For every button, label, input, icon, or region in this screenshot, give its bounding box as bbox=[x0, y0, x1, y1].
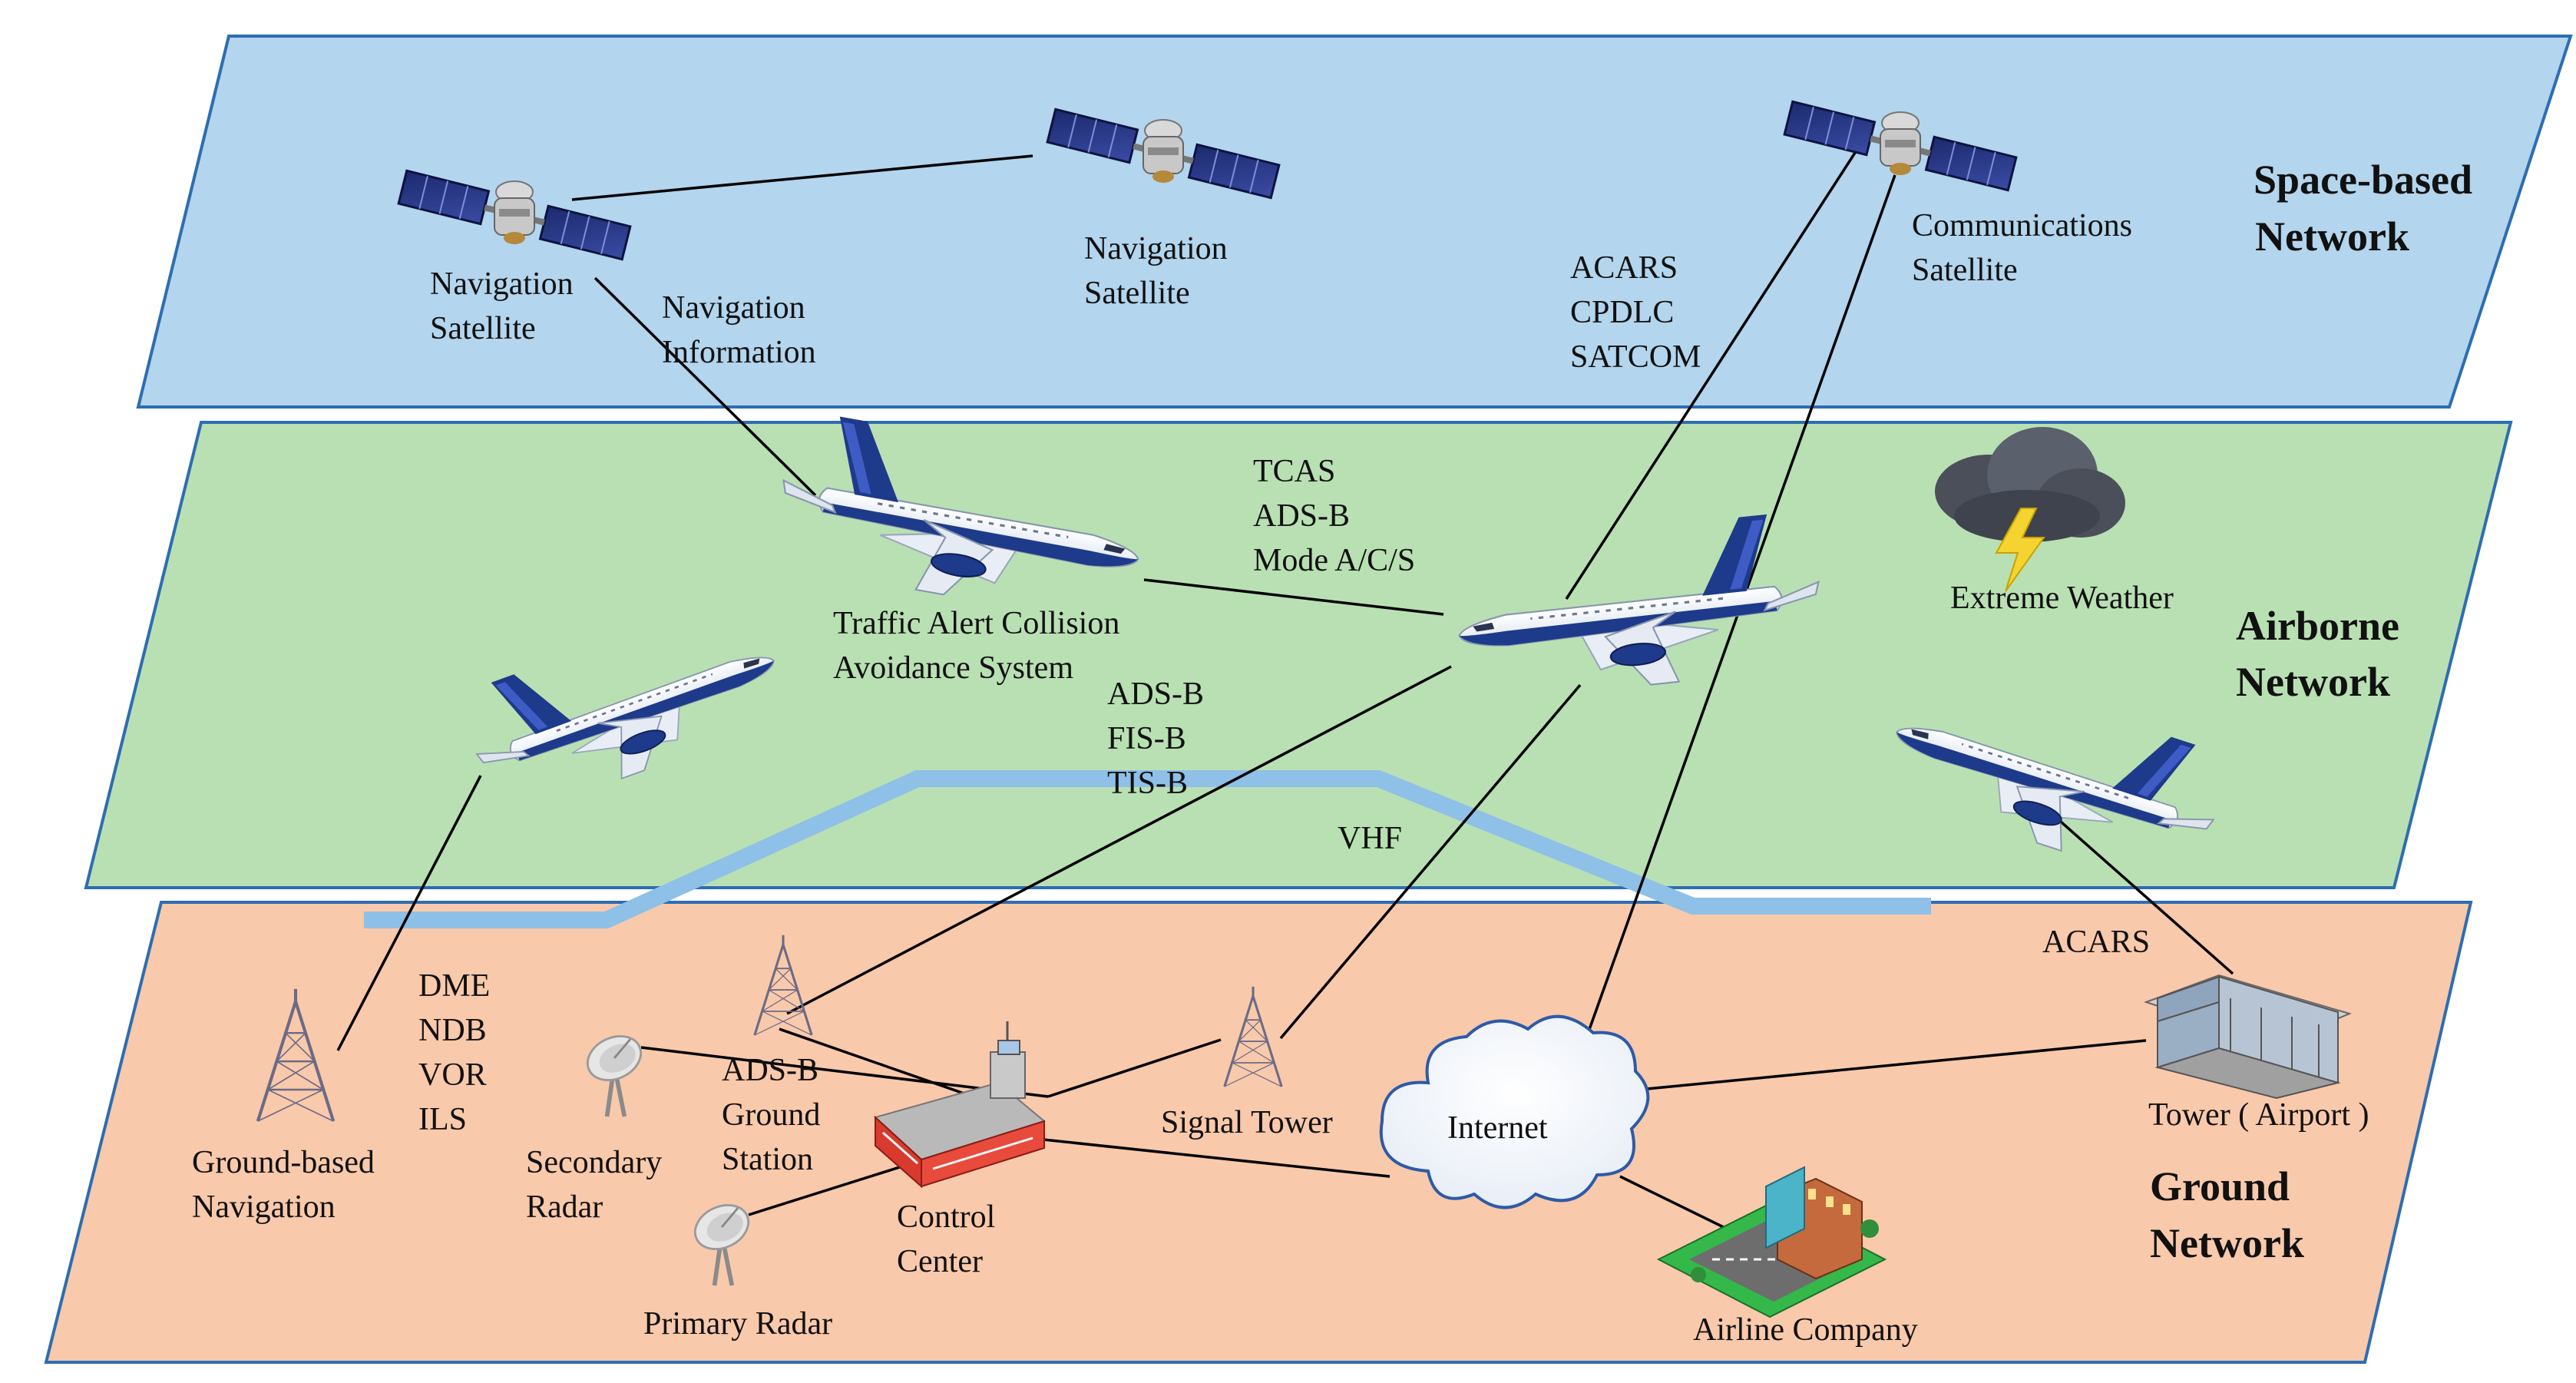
control-center-building-icon bbox=[874, 1021, 1047, 1189]
space-layer-plane bbox=[136, 35, 2573, 409]
secondary-radar-label-2: Radar bbox=[526, 1189, 603, 1225]
ground-nav-label-2: Navigation bbox=[192, 1189, 336, 1225]
airborne-network-layer: Airborne Network bbox=[84, 421, 2513, 889]
link-signal-tower-cc bbox=[1047, 1038, 1222, 1098]
internet: Internet bbox=[1379, 1014, 1650, 1209]
control-center-label-2: Center bbox=[897, 1244, 983, 1279]
nav-info-label-1: Navigation bbox=[662, 290, 805, 326]
adsb-ground-station: ADS-B Ground Station bbox=[722, 934, 820, 1177]
airline-label: Airline Company bbox=[1693, 1312, 1918, 1348]
adsb-station-label-3: Station bbox=[722, 1142, 813, 1177]
tcas-links-label: TCAS ADS-B Mode A/C/S bbox=[1253, 454, 1415, 578]
airborne-layer-title-1: Airborne bbox=[2236, 603, 2399, 649]
comm-sat-label-1: Communications bbox=[1912, 208, 2132, 243]
airline-company: Airline Company bbox=[1656, 1166, 1918, 1348]
link-satcom-aircraft bbox=[1565, 141, 1863, 600]
primary-radar-label: Primary Radar bbox=[643, 1306, 832, 1342]
tcas-links-label-1: TCAS bbox=[1253, 454, 1335, 489]
airport-building-icon bbox=[2143, 974, 2352, 1100]
navigation-satellite-mid: Navigation Satellite bbox=[1046, 108, 1281, 311]
adsb-links-label: ADS-B FIS-B TIS-B bbox=[1107, 677, 1204, 801]
link-nav-satellites bbox=[571, 154, 1033, 201]
nav-links-label-1: DME bbox=[418, 968, 490, 1004]
satcom-label-1: ACARS bbox=[1570, 250, 1678, 286]
storm-cloud-icon bbox=[1935, 427, 2125, 592]
nav-sat-mid-label-2: Satellite bbox=[1084, 276, 1190, 311]
acars-ground-label: ACARS bbox=[2042, 925, 2150, 960]
weather-label: Extreme Weather bbox=[1950, 581, 2174, 616]
link-nav-info bbox=[594, 276, 817, 497]
internet-cloud-icon bbox=[1379, 1014, 1650, 1209]
airborne-layer-title-2: Network bbox=[2236, 659, 2390, 705]
airline-building-icon bbox=[1656, 1166, 1887, 1318]
link-acars-airport bbox=[2046, 809, 2234, 975]
adsb-links-label-2: FIS-B bbox=[1107, 721, 1186, 756]
nav-sat-left-label-2: Satellite bbox=[430, 311, 536, 346]
tcas-system-label: Traffic Alert Collision Avoidance System bbox=[833, 606, 1119, 686]
comm-sat-label-2: Satellite bbox=[1912, 253, 2018, 288]
satcom-links-label: ACARS CPDLC SATCOM bbox=[1570, 250, 1701, 375]
airport-tower: Tower ( Airport ) bbox=[2143, 974, 2369, 1133]
control-center-label-1: Control bbox=[897, 1199, 995, 1235]
ground-layer-title-2: Network bbox=[2150, 1220, 2304, 1266]
link-tcas bbox=[1143, 578, 1444, 616]
primary-radar: Primary Radar bbox=[643, 1197, 832, 1342]
satcom-label-3: SATCOM bbox=[1570, 339, 1701, 375]
secondary-radar: Secondary Radar bbox=[526, 1028, 662, 1225]
link-internet-airline bbox=[1619, 1175, 1740, 1236]
nav-links-label-2: NDB bbox=[418, 1013, 487, 1048]
airport-tower-label: Tower ( Airport ) bbox=[2148, 1097, 2369, 1133]
extreme-weather: Extreme Weather bbox=[1935, 427, 2174, 616]
link-ground-nav-aircraft bbox=[336, 775, 482, 1051]
nav-sat-left-label-1: Navigation bbox=[430, 266, 574, 302]
link-internet-airport bbox=[1646, 1039, 2147, 1090]
signal-tower: Signal Tower bbox=[1161, 985, 1333, 1140]
nav-links-label-4: ILS bbox=[418, 1102, 467, 1137]
link-cc-internet bbox=[1028, 1137, 1391, 1178]
adsb-links-label-3: TIS-B bbox=[1107, 766, 1188, 801]
signal-tower-label: Signal Tower bbox=[1161, 1105, 1333, 1140]
space-layer-title-1: Space-based bbox=[2254, 157, 2472, 203]
ground-based-navigation: Ground-based Navigation bbox=[192, 989, 375, 1225]
nav-info-label: Navigation Information bbox=[662, 290, 816, 370]
ground-nav-label-1: Ground-based bbox=[192, 1145, 375, 1180]
nav-sat-mid-label-1: Navigation bbox=[1084, 231, 1228, 266]
airborne-layer-plane bbox=[84, 421, 2513, 889]
vhf-band bbox=[364, 770, 1931, 928]
space-layer-title-2: Network bbox=[2255, 213, 2409, 260]
navigation-satellite-left: Navigation Satellite bbox=[397, 169, 632, 346]
vhf-label: VHF bbox=[1338, 821, 1402, 856]
nav-info-label-2: Information bbox=[662, 335, 816, 370]
nav-links-label: DME NDB VOR ILS bbox=[418, 968, 490, 1137]
nav-links-label-3: VOR bbox=[418, 1057, 487, 1093]
ground-network-layer: Ground Network bbox=[44, 901, 2473, 1364]
internet-label: Internet bbox=[1447, 1110, 1548, 1146]
communications-satellite: Communications Satellite bbox=[1783, 100, 2132, 288]
tcas-links-label-3: Mode A/C/S bbox=[1253, 543, 1415, 578]
satcom-label-2: CPDLC bbox=[1570, 295, 1674, 330]
tcas-system-label-2: Avoidance System bbox=[833, 650, 1073, 686]
adsb-station-label-1: ADS-B bbox=[722, 1053, 818, 1088]
control-center: Control Center bbox=[874, 1021, 1047, 1279]
link-adsb-aircraft bbox=[786, 665, 1452, 1015]
tcas-links-label-2: ADS-B bbox=[1253, 498, 1350, 534]
space-based-network-layer: Space-based Network bbox=[136, 35, 2573, 409]
adsb-links-label-1: ADS-B bbox=[1107, 677, 1204, 712]
ground-layer-title-1: Ground bbox=[2150, 1163, 2290, 1209]
adsb-station-label-2: Ground bbox=[722, 1097, 820, 1133]
secondary-radar-label-1: Secondary bbox=[526, 1145, 662, 1180]
link-signal-tower-aircraft bbox=[1279, 683, 1582, 1040]
tcas-system-label-1: Traffic Alert Collision bbox=[833, 606, 1119, 641]
